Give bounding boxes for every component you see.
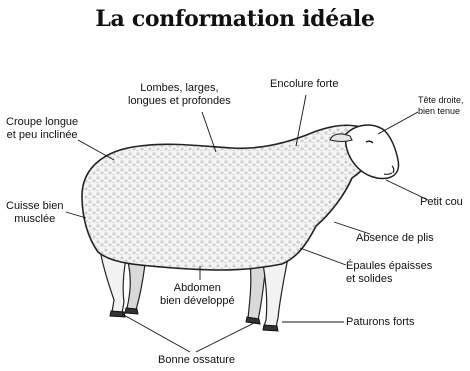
label-abdomen: Abdomen bien développé xyxy=(160,282,235,308)
label-paturons: Paturons forts xyxy=(346,316,414,329)
label-cuisse: Cuisse bien musclée xyxy=(6,200,63,226)
label-croupe: Croupe longue et peu inclinée xyxy=(6,116,78,142)
label-epaules: Épaules épaisses et solides xyxy=(346,260,432,286)
label-tete: Tête droite, bien tenue xyxy=(418,95,464,117)
label-lombes: Lombes, larges, longues et profondes xyxy=(128,82,231,108)
label-petit-cou: Petit cou xyxy=(420,196,463,209)
label-plis: Absence de plis xyxy=(356,232,434,245)
sheep-ear xyxy=(330,134,352,142)
label-encolure: Encolure forte xyxy=(270,78,338,91)
label-ossature: Bonne ossature xyxy=(158,354,235,367)
